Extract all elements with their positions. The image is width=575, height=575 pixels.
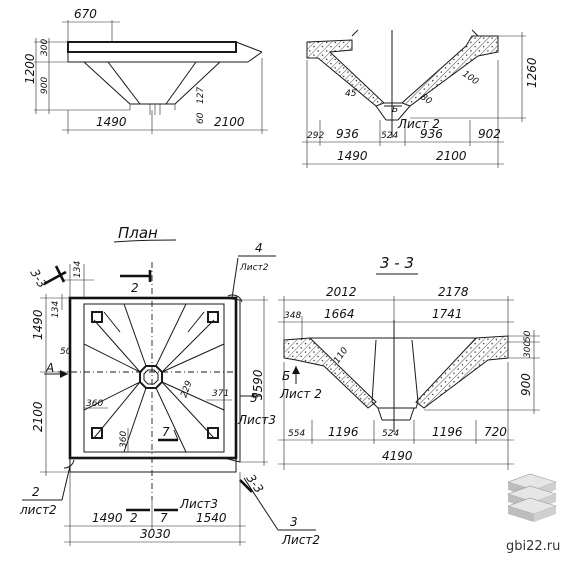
dim-1664: 1664 [324,307,355,321]
dim-300: 300 [40,39,50,56]
dim-1741: 1741 [432,307,463,321]
dim-1260: 1260 [525,57,539,88]
dim-902: 902 [478,127,501,141]
elevation-left: 670 300 1200 900 1490 2100 127 60 [23,7,268,134]
mark-3: 3 [290,515,298,529]
section-right-top: 45 100 80 Лист 2 Б 292 936 524 936 902 1… [302,29,539,168]
dim-1490-tr: 1490 [337,149,368,163]
dim-3590: 3590 [251,369,265,400]
mark-2-plan: 2 [32,485,40,499]
mark-b-section: Б [282,369,290,383]
dim-524-section: 524 [382,429,399,439]
dim-554: 554 [288,429,305,439]
dim-348: 348 [284,311,301,321]
dim-1490-plan-bottom: 1490 [92,511,123,525]
dim-1200: 1200 [23,53,37,84]
section-mark-b: Б [392,105,398,115]
dim-134-side: 134 [51,301,61,318]
dim-1540: 1540 [196,511,227,525]
dim-720: 720 [484,425,507,439]
dim-45: 45 [345,89,357,99]
dim-360-b: 360 [119,431,129,448]
mark-5: 5 [250,391,258,405]
plan-inner-frame [83,303,225,453]
plan-view: План 2 3-3 A [19,224,320,547]
dim-50-plan: 50 [60,347,72,357]
dim-110: 110 [332,346,350,366]
cut-mark-3-3-top: 3-3 [27,267,49,291]
dim-2100: 2100 [214,115,245,129]
plan-arm-top-right [155,303,225,373]
label-list2-mark2: лист2 [19,503,57,517]
dim-292: 292 [307,131,324,141]
plan-title: План [118,224,158,242]
dim-50-section: 50 [523,330,533,342]
dim-300-section: 300 [523,341,533,358]
label-list2-mark3: Лист2 [281,533,320,547]
plan-arm-bottom-left [83,381,147,453]
dim-2100-tr: 2100 [436,149,467,163]
dim-2178: 2178 [438,285,469,299]
section-3-3-left-wing [283,337,377,409]
cut-mark-7-bottom: 7 [160,511,168,525]
section-3-3: 3 - 3 110 Б Лист 2 2012 2178 348 1664 17… [278,254,540,470]
label-list3-right: Лист3 [237,413,276,427]
dim-1490: 1490 [96,115,127,129]
dim-360-a: 360 [86,399,103,409]
cut-mark-2-top: 2 [131,281,139,295]
dim-1196-a: 1196 [328,425,359,439]
dim-371: 371 [212,389,229,399]
dim-4190: 4190 [382,449,413,463]
section-right-wing [401,35,499,107]
label-list2-section: Лист 2 [279,387,322,401]
dim-936-a: 936 [336,127,359,141]
label-list2-top: Лист 2 [397,117,440,131]
elevation-left-top-slab [67,41,237,53]
mark-4: 4 [255,241,263,255]
cut-mark-7-inner: 7 [162,425,170,439]
dim-3030: 3030 [140,527,171,541]
dim-2100-plan-left: 2100 [31,401,45,432]
cut-mark-2-bottom: 2 [130,511,138,525]
dim-1490-plan-left: 1490 [31,309,45,340]
dim-900-section: 900 [519,373,533,396]
label-list2-mark4: Лист2 [239,263,269,273]
dim-2012: 2012 [326,285,357,299]
dim-100: 100 [460,69,480,87]
dim-127: 127 [196,87,206,104]
dim-1196-b: 1196 [432,425,463,439]
section-3-3-right-wing [415,335,509,409]
plan-arm-bottom-right [155,381,225,453]
plan-arm-top-left [83,303,147,373]
section-3-3-title: 3 - 3 [380,254,414,272]
watermark-text: gbi22.ru [506,539,560,554]
dim-936-b: 936 [420,127,443,141]
cut-mark-3-3-bottom: 3-3 [244,472,267,496]
label-list3-bottom: Лист3 [179,497,218,511]
dim-60: 60 [196,112,206,124]
dim-670: 670 [74,7,97,21]
view-mark-a: A [45,361,54,375]
dim-524: 524 [381,131,398,141]
layered-slab-logo [507,473,557,522]
dim-134-top: 134 [73,261,83,278]
dim-900: 900 [40,77,50,94]
elevation-left-funnel [83,61,221,105]
